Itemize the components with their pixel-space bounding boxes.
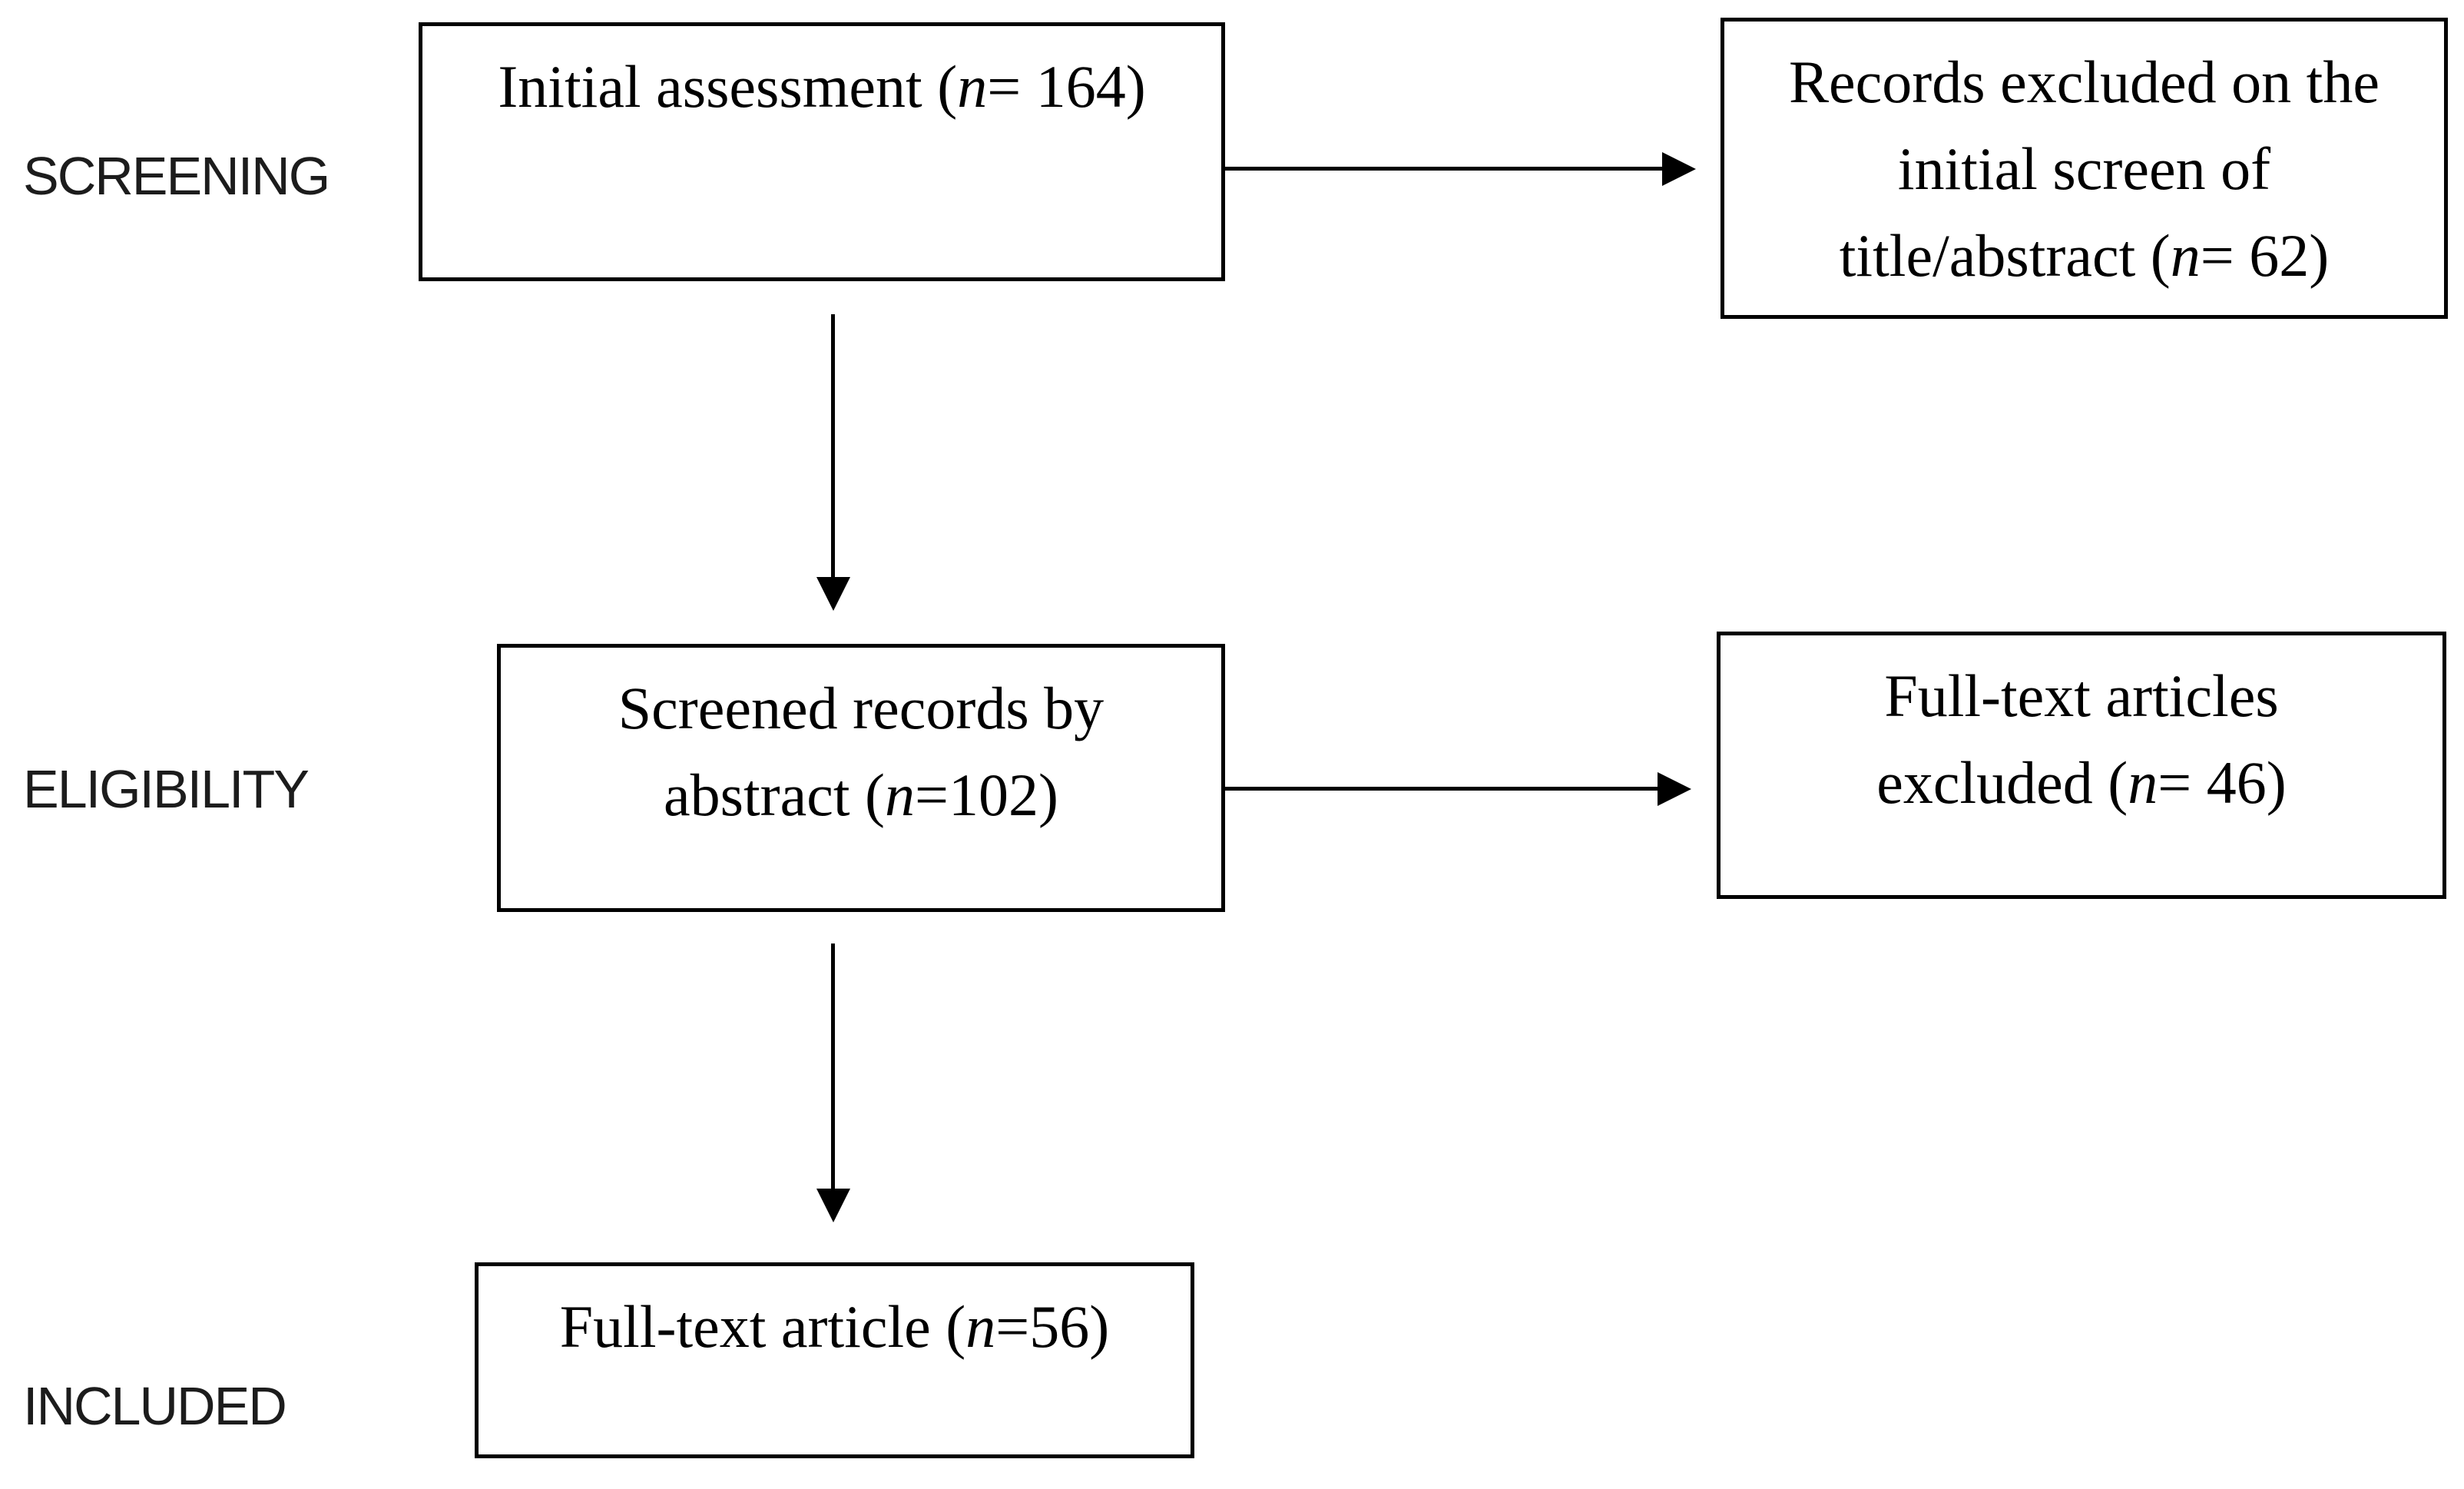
n-symbol: n	[2128, 749, 2158, 816]
text-segment: Full-text article (	[559, 1293, 966, 1360]
stage-label-included: INCLUDED	[23, 1376, 287, 1436]
arrow-right-1-head-icon	[1662, 152, 1696, 186]
box-fulltext-excluded-line2: excluded (n= 46)	[1720, 739, 2442, 826]
text-segment: = 46)	[2158, 749, 2287, 816]
arrow-down-1-line	[831, 314, 835, 580]
box-fulltext-excluded-line1: Full-text articles	[1884, 662, 2279, 729]
box-screened-records-line1: Screened records by	[618, 675, 1104, 741]
box-records-excluded-line2: initial screen of	[1897, 135, 2271, 202]
box-initial-assessment-text: Initial assessment (n= 164)	[422, 43, 1221, 130]
stage-label-screening: SCREENING	[23, 146, 330, 206]
box-fulltext-excluded: Full-text articles excluded (n= 46)	[1717, 632, 2446, 899]
text-segment: title/abstract (	[1839, 222, 2171, 289]
text-segment: =102)	[915, 761, 1058, 828]
arrow-down-2-head-icon	[816, 1189, 850, 1222]
text-segment: =56)	[995, 1293, 1110, 1360]
arrow-right-1-line	[1225, 167, 1665, 171]
n-symbol: n	[957, 53, 988, 120]
box-screened-records: Screened records by abstract (n=102)	[497, 644, 1225, 912]
n-symbol: n	[885, 761, 916, 828]
n-symbol: n	[965, 1293, 996, 1360]
text-segment: = 62)	[2200, 222, 2330, 289]
text-segment: excluded (	[1876, 749, 2128, 816]
text-segment: abstract (	[664, 761, 886, 828]
box-fulltext-article: Full-text article (n=56)	[475, 1262, 1194, 1458]
box-fulltext-article-text: Full-text article (n=56)	[479, 1283, 1191, 1370]
arrow-down-1-head-icon	[816, 577, 850, 611]
arrow-down-2-line	[831, 943, 835, 1192]
text-segment: = 164)	[987, 53, 1146, 120]
box-records-excluded-line1: Records excluded on the	[1789, 48, 2380, 115]
box-screened-records-line2: abstract (n=102)	[501, 751, 1221, 838]
stage-label-eligibility: ELIGIBILITY	[23, 759, 310, 819]
arrow-right-2-head-icon	[1658, 772, 1691, 806]
box-records-excluded: Records excluded on the initial screen o…	[1720, 18, 2448, 319]
text-segment: Initial assessment (	[498, 53, 958, 120]
box-records-excluded-line3: title/abstract (n= 62)	[1724, 212, 2444, 299]
arrow-right-2-line	[1225, 787, 1661, 791]
box-initial-assessment: Initial assessment (n= 164)	[419, 22, 1225, 281]
n-symbol: n	[2170, 222, 2201, 289]
